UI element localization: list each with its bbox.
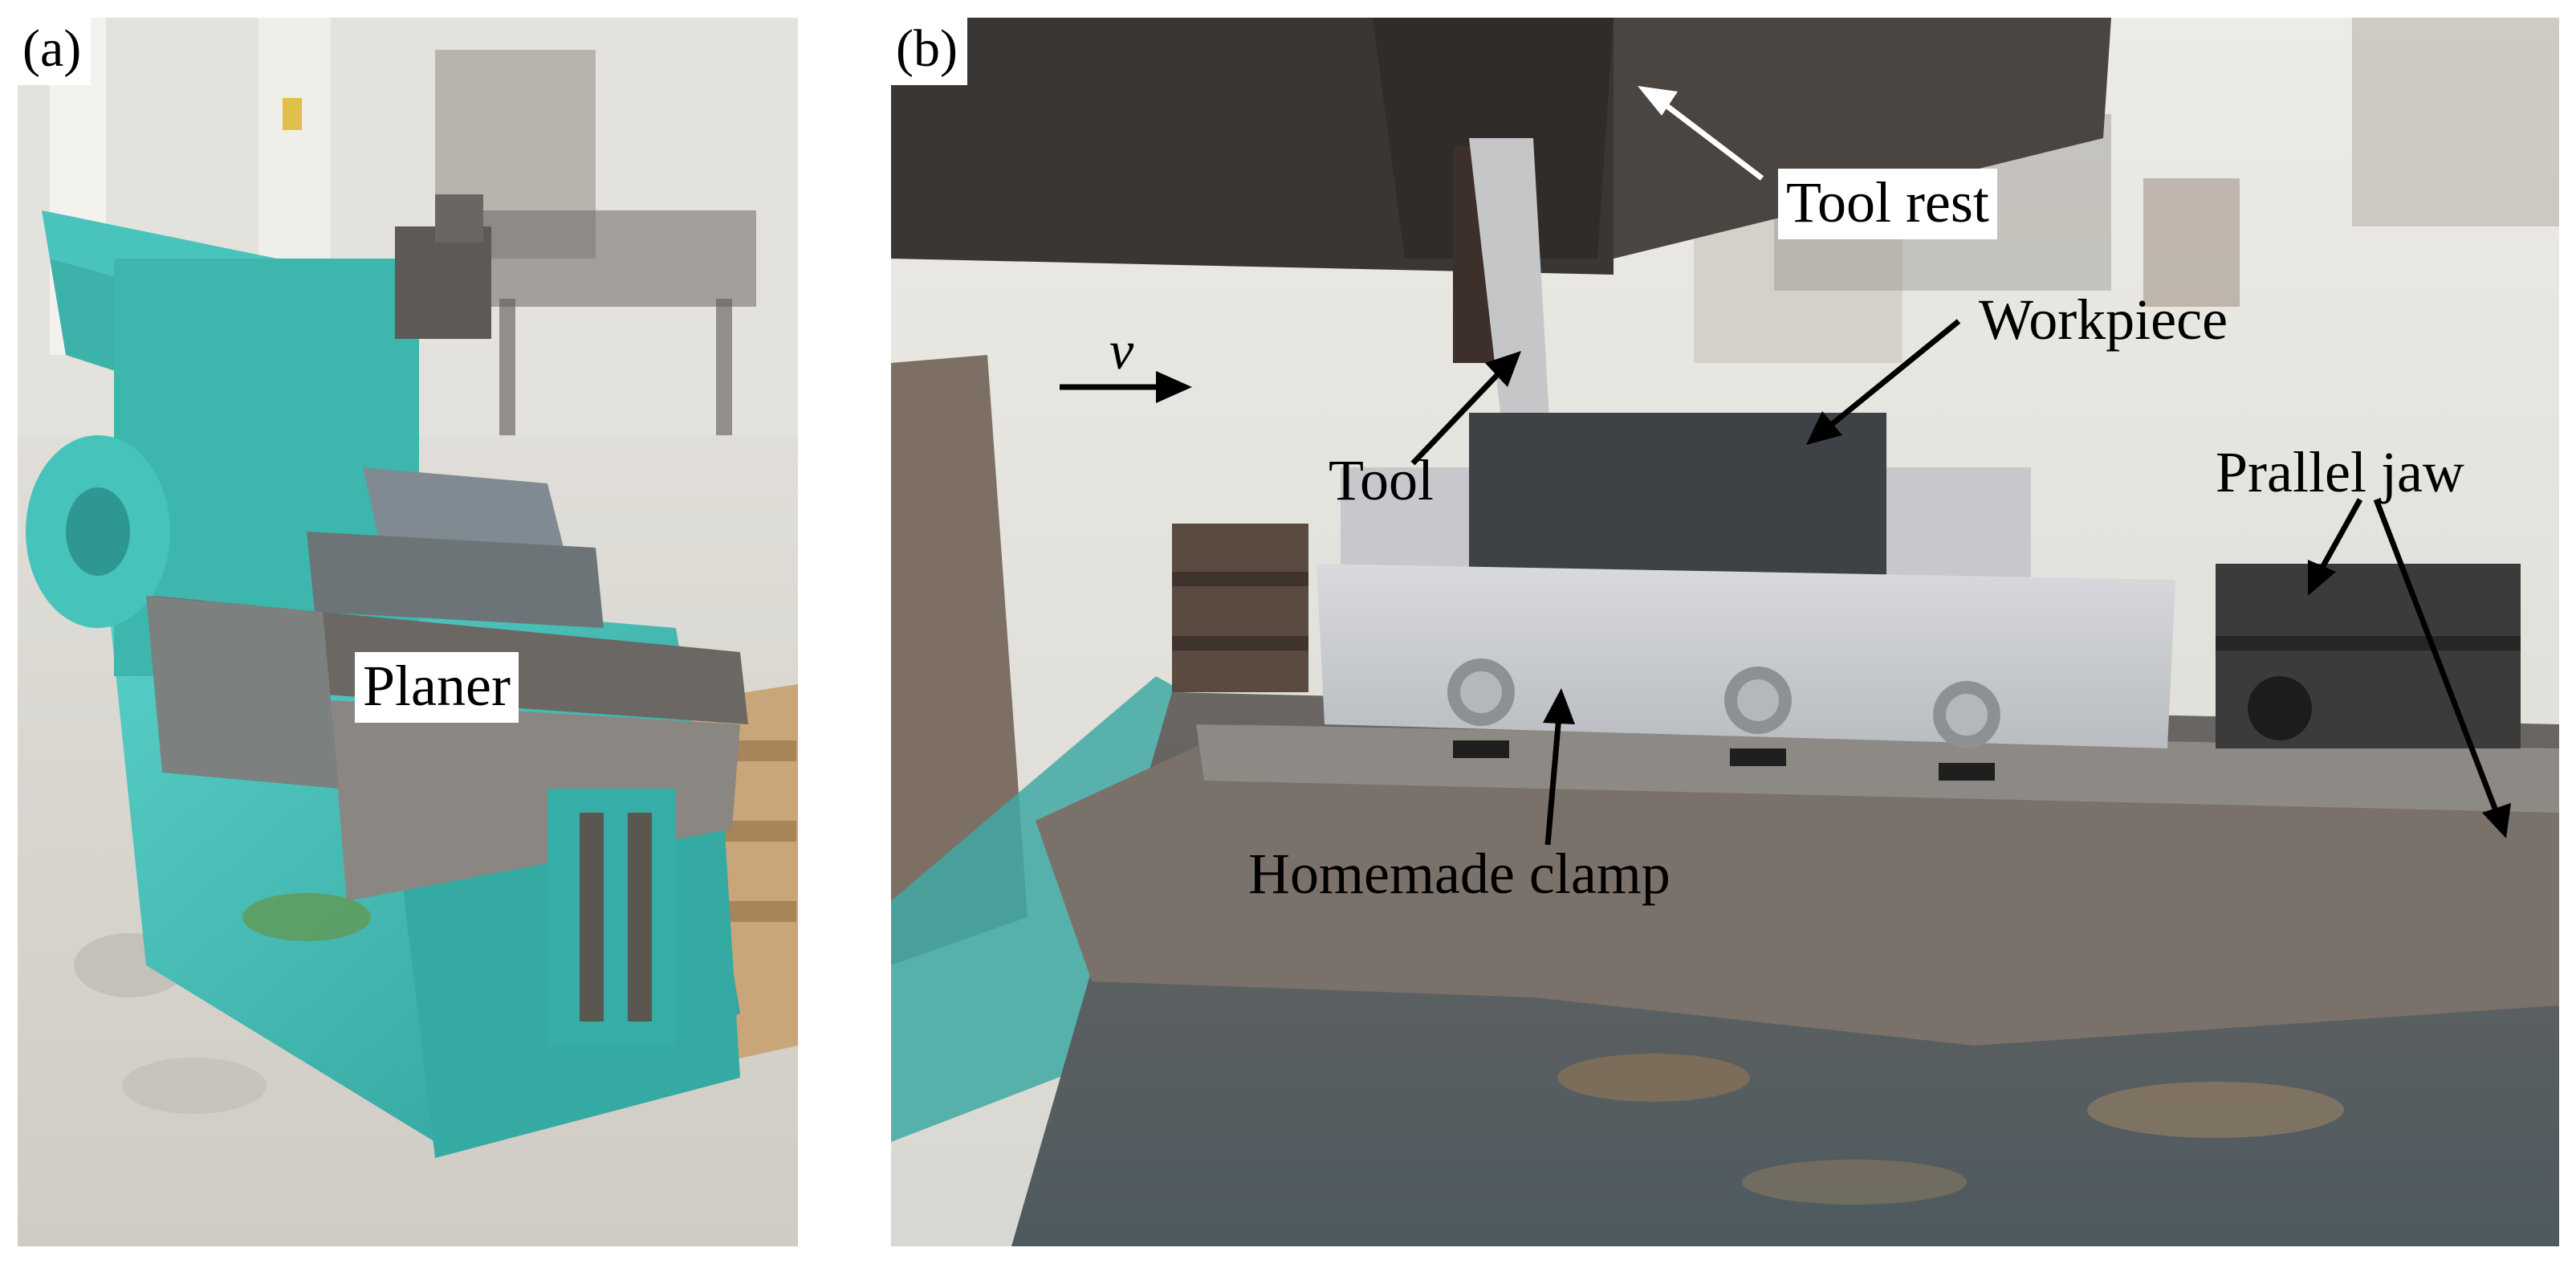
panel-a-planer-photo: (a) Planer xyxy=(18,18,798,1246)
tool-label: Tool xyxy=(1329,448,1434,512)
tool-rest-label: Tool rest xyxy=(1778,169,1997,239)
annotation-arrows xyxy=(1060,86,2511,846)
planer-photo xyxy=(18,18,798,1246)
planer-label: Planer xyxy=(355,652,519,723)
panel-b-setup-photo: (b) Tool rest Workpiece Tool Prallel jaw… xyxy=(891,18,2559,1246)
panel-b-label: (b) xyxy=(891,18,967,85)
velocity-symbol: v xyxy=(1109,320,1134,381)
parallel-jaw-label: Prallel jaw xyxy=(2216,440,2464,504)
workpiece-label: Workpiece xyxy=(1979,287,2228,352)
panel-a-label: (a) xyxy=(18,18,92,85)
homemade-clamp-label: Homemade clamp xyxy=(1248,842,1671,906)
setup-photo xyxy=(891,18,2559,1246)
